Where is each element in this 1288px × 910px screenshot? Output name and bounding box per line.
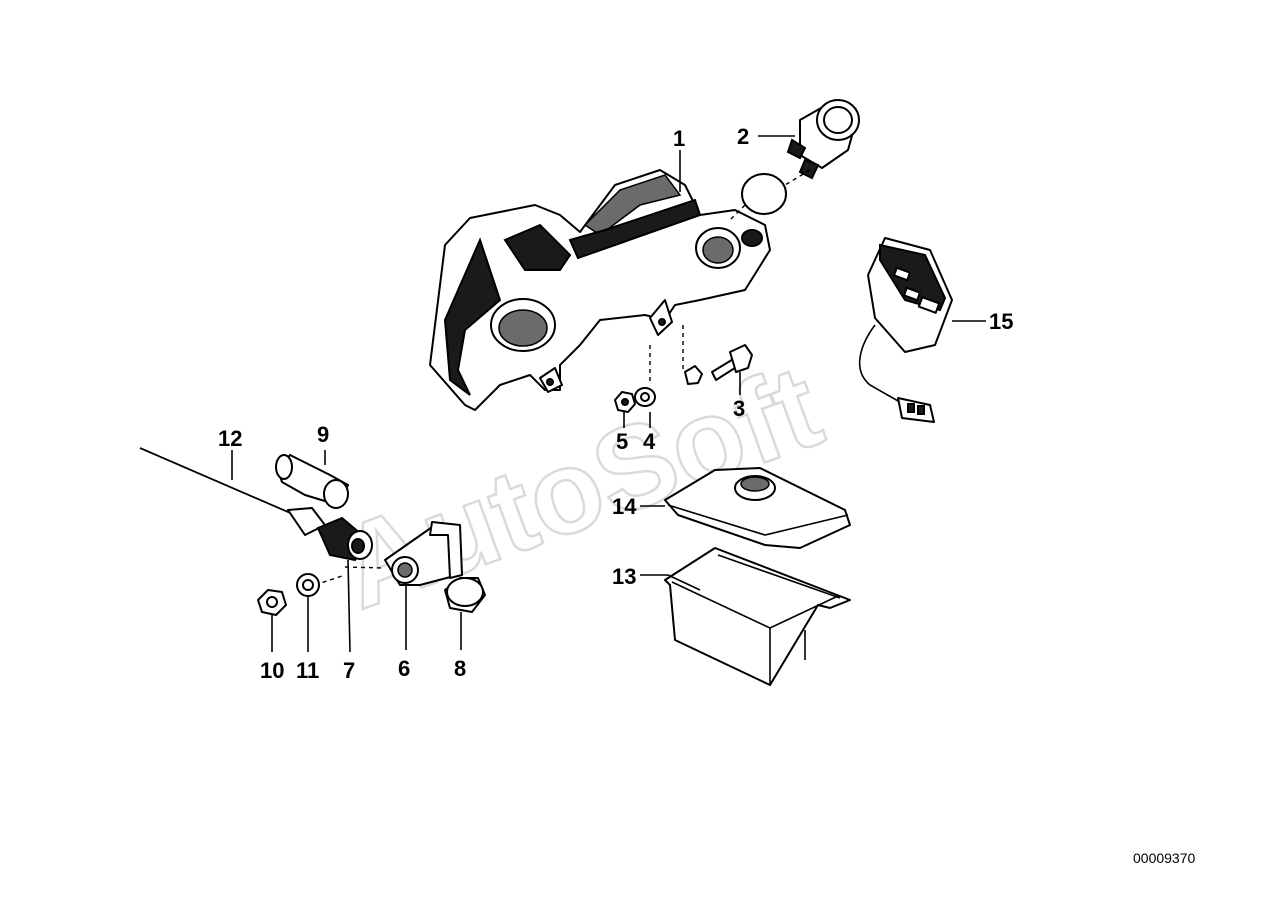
part-14-lid[interactable]: [664, 467, 851, 549]
part-11-washer[interactable]: [296, 573, 320, 597]
callout-4: 4: [643, 429, 656, 454]
part-6-bracket[interactable]: [384, 521, 463, 586]
callout-12: 12: [218, 426, 242, 451]
part-12-cable[interactable]: [139, 447, 326, 536]
gauge-seal-ring[interactable]: [741, 173, 787, 215]
callout-3: 3: [733, 396, 745, 421]
part-10-nut[interactable]: [257, 589, 287, 616]
callout-labels: 1 2 3 4 5 6 7 8 9 10 11 12 13 14 15: [218, 124, 1013, 683]
part-7-socket[interactable]: [316, 516, 373, 562]
part-4-washer[interactable]: [634, 387, 656, 407]
leader-lines: [231, 135, 986, 653]
part-15-switch[interactable]: [858, 237, 953, 423]
assembly-line-gauge: [729, 169, 811, 221]
callout-5: 5: [616, 429, 628, 454]
callout-14: 14: [612, 494, 637, 519]
assembly-line-bolt: [649, 325, 684, 385]
assembly-line-socket: [314, 566, 386, 586]
callout-13: 13: [612, 564, 636, 589]
callout-10: 10: [260, 658, 284, 683]
callout-2: 2: [737, 124, 749, 149]
drawing-number: 00009370: [1133, 850, 1196, 866]
part-9-cap[interactable]: [275, 454, 349, 509]
callout-11: 11: [296, 658, 319, 683]
callout-6: 6: [398, 656, 410, 681]
callout-8: 8: [454, 656, 466, 681]
part-13-tray[interactable]: [664, 547, 851, 686]
part-8-cap[interactable]: [444, 577, 486, 613]
part-3-bolt[interactable]: [684, 344, 753, 385]
callout-9: 9: [317, 422, 329, 447]
part-2-gauge[interactable]: [786, 99, 860, 180]
part-5-nut[interactable]: [614, 391, 636, 413]
callout-1: 1: [673, 126, 685, 151]
callout-15: 15: [989, 309, 1013, 334]
part-1-instrument-housing[interactable]: [429, 169, 771, 411]
callout-7: 7: [343, 658, 355, 683]
